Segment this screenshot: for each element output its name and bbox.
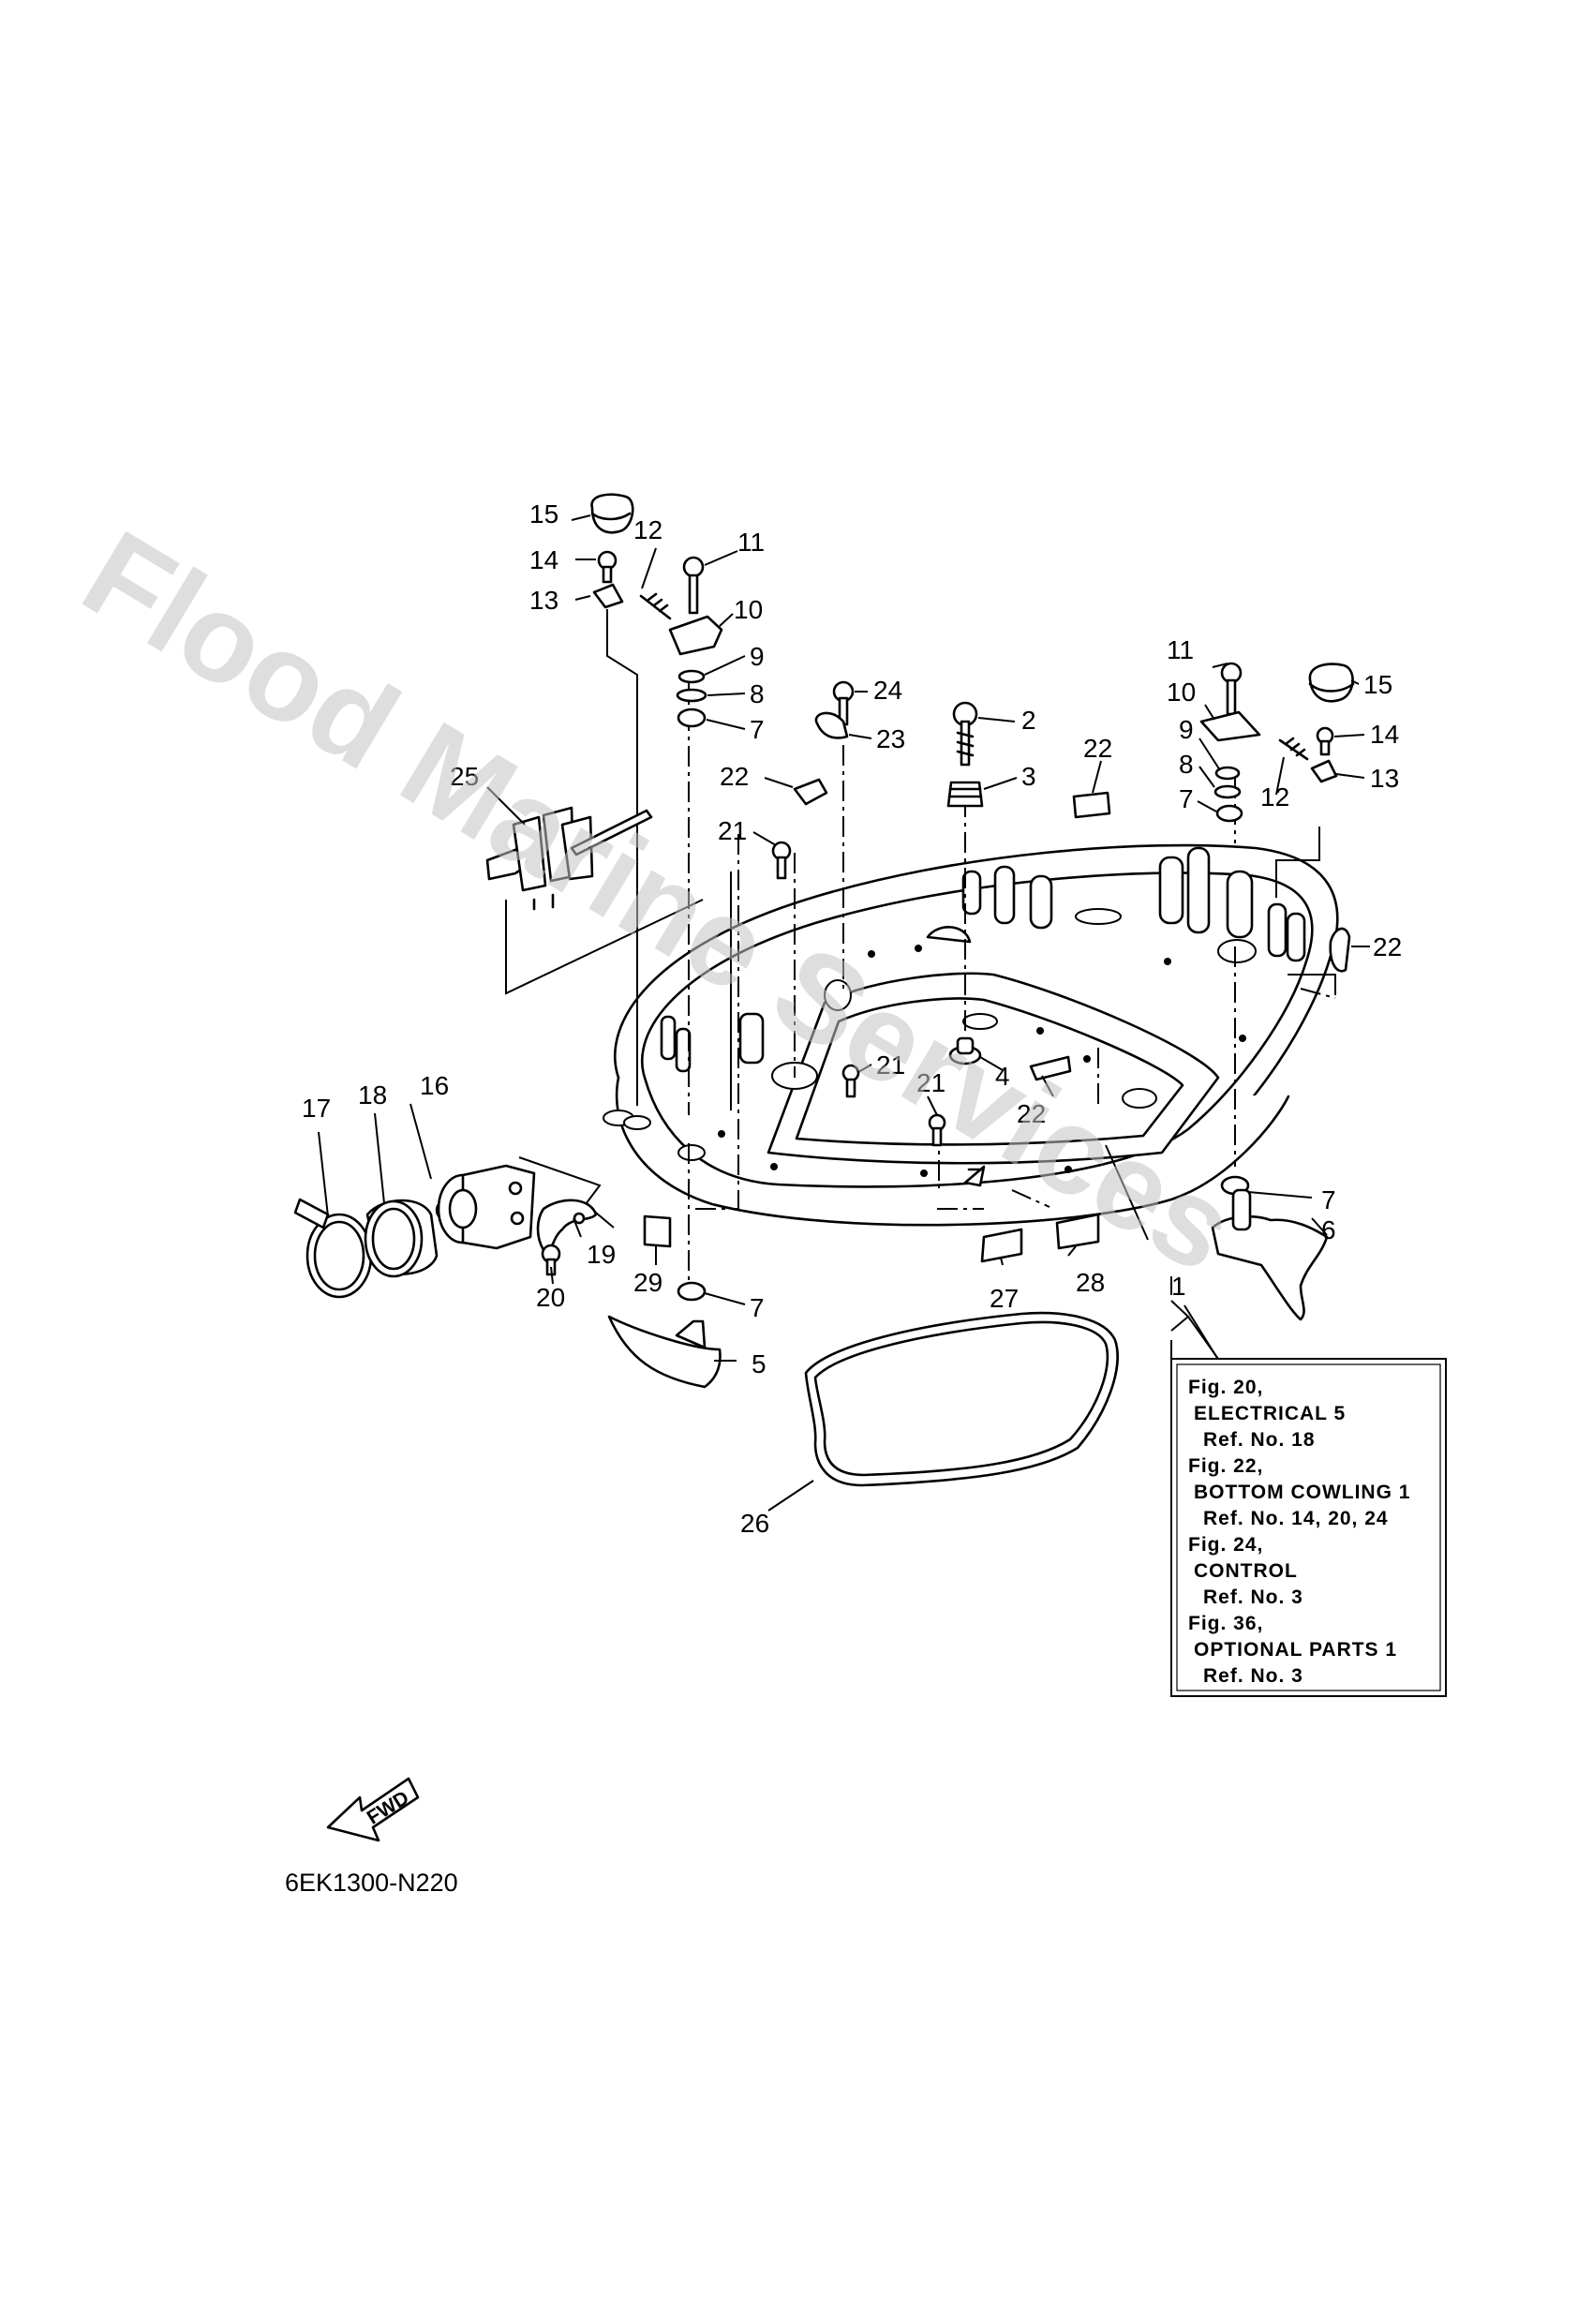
callout-15-left: 15 bbox=[529, 499, 558, 529]
callout-25: 25 bbox=[450, 762, 479, 791]
callout-16: 16 bbox=[420, 1071, 449, 1100]
decals bbox=[643, 1213, 1100, 1263]
callout-14-left: 14 bbox=[529, 545, 558, 574]
callout-22-center: 22 bbox=[1017, 1099, 1046, 1128]
left-cover-stack bbox=[590, 493, 723, 728]
callout-8-left: 8 bbox=[750, 679, 765, 708]
ref-line-5: BOTTOM COWLING 1 bbox=[1194, 1482, 1410, 1503]
callout-21-center: 21 bbox=[876, 1050, 905, 1080]
callout-27: 27 bbox=[990, 1284, 1019, 1313]
callout-9-left: 9 bbox=[750, 642, 765, 671]
callout-22-right: 22 bbox=[1373, 932, 1402, 961]
ref-line-2: ELECTRICAL 5 bbox=[1194, 1403, 1346, 1424]
callout-4: 4 bbox=[995, 1062, 1010, 1091]
bolt-and-grommet bbox=[946, 701, 984, 808]
ref-line-10: Fig. 36, bbox=[1188, 1613, 1263, 1634]
callout-13-left: 13 bbox=[529, 586, 558, 615]
ref-line-6: Ref. No. 14, 20, 24 bbox=[1203, 1508, 1389, 1529]
ref-line-11: OPTIONAL PARTS 1 bbox=[1194, 1639, 1397, 1661]
callout-11-left: 11 bbox=[737, 528, 765, 557]
callout-7-left-top: 7 bbox=[750, 715, 765, 744]
bottom-cowling bbox=[603, 843, 1339, 1227]
callout-7-left-lower: 7 bbox=[750, 1293, 765, 1322]
fwd-arrow: FWD bbox=[326, 1777, 420, 1842]
center-small-parts bbox=[771, 680, 946, 1147]
leader-lines bbox=[318, 514, 1370, 1512]
ref-line-12: Ref. No. 3 bbox=[1203, 1665, 1303, 1687]
callout-22-top: 22 bbox=[1083, 734, 1112, 763]
callout-22-left: 22 bbox=[720, 762, 749, 791]
callout-2: 2 bbox=[1021, 706, 1036, 735]
callout-19: 19 bbox=[587, 1240, 616, 1269]
right-top-block bbox=[1072, 791, 1111, 819]
right-cover-stack bbox=[1199, 662, 1355, 823]
ref-line-4: Fig. 22, bbox=[1188, 1455, 1263, 1477]
rear-mount bbox=[1211, 1175, 1329, 1321]
callout-15-right: 15 bbox=[1363, 670, 1392, 699]
callout-12-right: 12 bbox=[1260, 782, 1289, 812]
callout-10-right: 10 bbox=[1167, 678, 1196, 707]
callout-14-right: 14 bbox=[1370, 720, 1399, 749]
callout-28: 28 bbox=[1076, 1268, 1105, 1297]
callout-10-left: 10 bbox=[734, 595, 763, 624]
bracket-lines bbox=[505, 609, 1336, 1378]
callout-labels: 15 14 13 12 11 10 9 8 7 24 23 22 21 25 2… bbox=[302, 499, 1402, 1538]
callout-20: 20 bbox=[536, 1283, 565, 1312]
callout-1: 1 bbox=[1171, 1272, 1186, 1301]
callout-12-left: 12 bbox=[633, 515, 662, 544]
cable-clamp bbox=[485, 806, 653, 911]
connection-lines bbox=[688, 675, 1336, 1284]
callout-13-right: 13 bbox=[1370, 764, 1399, 793]
right-side-cap bbox=[1329, 927, 1351, 973]
callout-17: 17 bbox=[302, 1094, 331, 1123]
callout-23: 23 bbox=[876, 724, 905, 753]
callout-11-right: 11 bbox=[1167, 635, 1194, 664]
callout-24: 24 bbox=[873, 676, 902, 705]
callout-7-right-lower: 7 bbox=[1321, 1185, 1336, 1214]
callout-3: 3 bbox=[1021, 762, 1036, 791]
callout-8-right: 8 bbox=[1179, 750, 1194, 779]
ref-line-3: Ref. No. 18 bbox=[1203, 1429, 1316, 1451]
callout-18: 18 bbox=[358, 1080, 387, 1110]
ref-line-9: Ref. No. 3 bbox=[1203, 1587, 1303, 1608]
ref-line-8: CONTROL bbox=[1194, 1560, 1298, 1582]
callout-7-right-top: 7 bbox=[1179, 784, 1194, 813]
reference-box: Fig. 20, ELECTRICAL 5 Ref. No. 18 Fig. 2… bbox=[1170, 1358, 1447, 1697]
cable-grommet-assembly bbox=[293, 1164, 598, 1299]
callout-9-right: 9 bbox=[1179, 715, 1194, 744]
callout-21-top: 21 bbox=[718, 816, 747, 845]
diagram-code: 6EK1300-N220 bbox=[285, 1869, 458, 1897]
seal-gasket bbox=[804, 1311, 1119, 1487]
callout-5: 5 bbox=[752, 1349, 767, 1378]
ref-line-7: Fig. 24, bbox=[1188, 1534, 1263, 1556]
callout-6: 6 bbox=[1321, 1215, 1336, 1244]
ref-line-1: Fig. 20, bbox=[1188, 1377, 1263, 1398]
front-mount bbox=[607, 1281, 722, 1389]
callout-26: 26 bbox=[740, 1509, 769, 1538]
callout-21-lower: 21 bbox=[916, 1068, 945, 1097]
callout-29: 29 bbox=[633, 1268, 662, 1297]
